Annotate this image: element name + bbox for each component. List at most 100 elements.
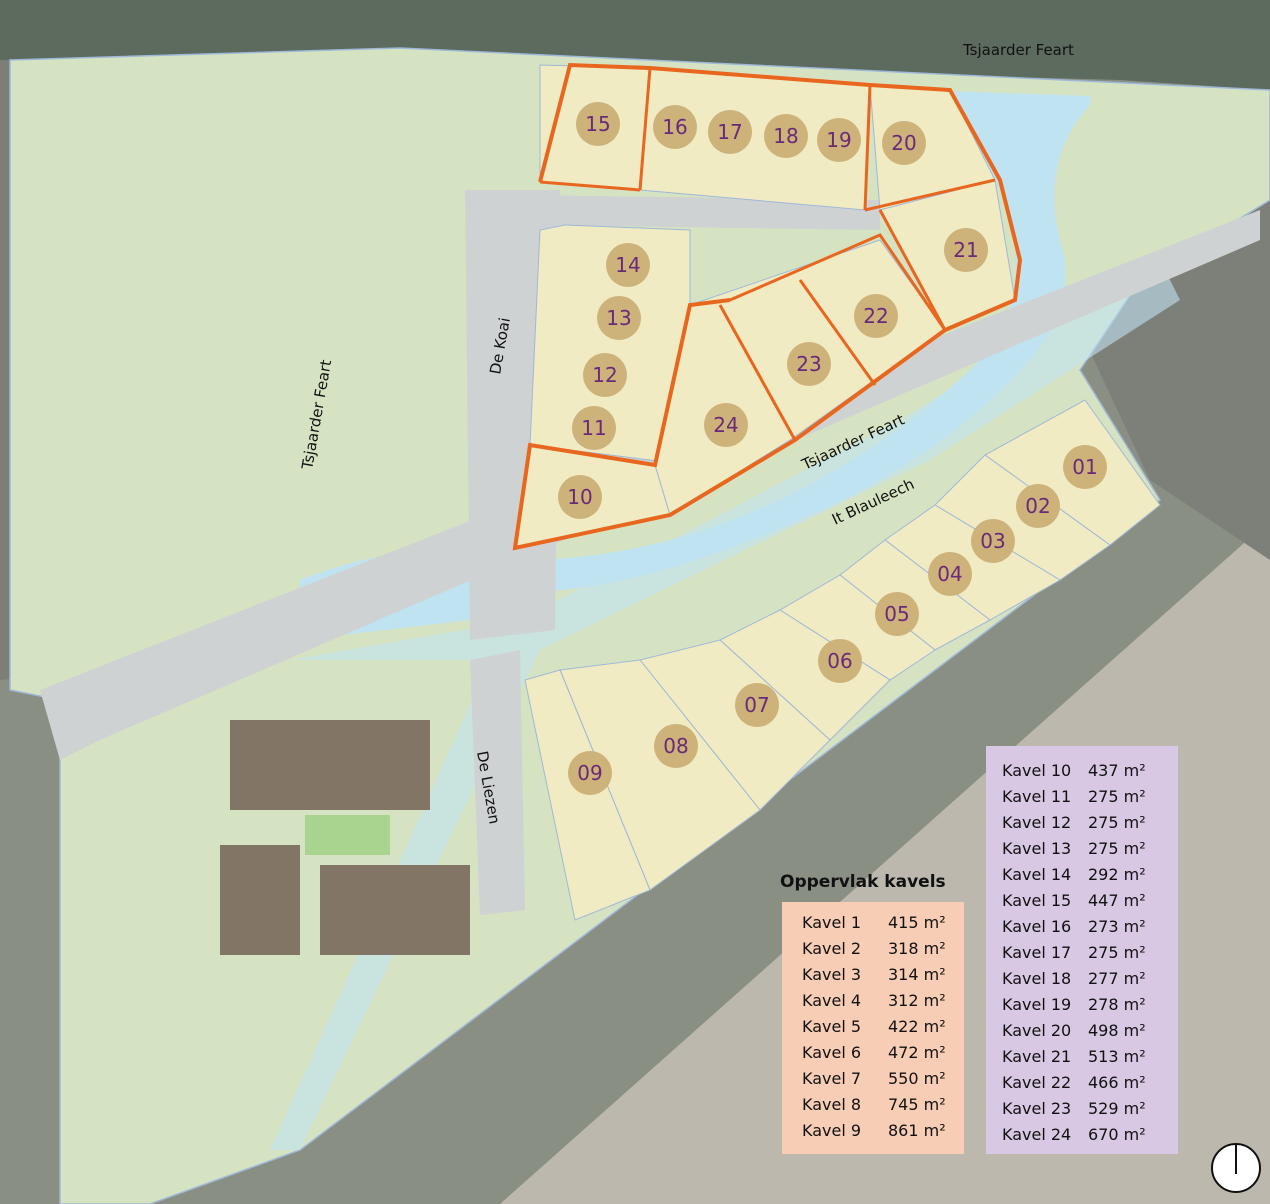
legend-title: Oppervlak kavels <box>780 872 946 892</box>
plot-badge-16[interactable]: 16 <box>653 105 697 149</box>
legend-row: Kavel 8 745 m² <box>802 1092 964 1118</box>
plots-south <box>524 399 1161 921</box>
plot-area: 513 m² <box>1088 1047 1146 1066</box>
plot-badge-08[interactable]: 08 <box>654 724 698 768</box>
plot-badge-09[interactable]: 09 <box>568 751 612 795</box>
plot-badge-20[interactable]: 20 <box>882 121 926 165</box>
plot-number: 08 <box>663 734 688 758</box>
plot-badge-circle <box>1016 484 1060 528</box>
legend-row: Kavel 4 312 m² <box>802 988 964 1014</box>
plot-name: Kavel 20 <box>1002 1021 1072 1040</box>
plot-badge-22[interactable]: 22 <box>854 294 898 338</box>
plot-area: 422 m² <box>888 1017 946 1036</box>
plot-name: Kavel 18 <box>1002 969 1072 988</box>
plot-badge-23[interactable]: 23 <box>787 342 831 386</box>
plot-area: 466 m² <box>1088 1073 1146 1092</box>
legend-row: Kavel 7 550 m² <box>802 1066 964 1092</box>
plot-number: 01 <box>1072 455 1097 479</box>
plot-name: Kavel 16 <box>1002 917 1072 936</box>
plot-number: 22 <box>863 304 888 328</box>
plot-badge-02[interactable]: 02 <box>1016 484 1060 528</box>
plot-badge-circle <box>653 105 697 149</box>
plot-area: 275 m² <box>1088 943 1146 962</box>
plot-11-14-area <box>529 224 691 466</box>
plot-name: Kavel 21 <box>1002 1047 1072 1066</box>
legend-row: Kavel 10 437 m² <box>1002 758 1178 784</box>
plot-name: Kavel 14 <box>1002 865 1072 884</box>
plot-badge-circle <box>854 294 898 338</box>
plot-badge-24[interactable]: 24 <box>704 403 748 447</box>
plot-badge-05[interactable]: 05 <box>875 592 919 636</box>
plot-area: 670 m² <box>1088 1125 1146 1144</box>
plot-number: 06 <box>827 649 852 673</box>
plot-badge-12[interactable]: 12 <box>583 353 627 397</box>
plot-badge-circle <box>817 118 861 162</box>
label-tsjaarder-feart-north: Tsjaarder Feart <box>962 41 1074 59</box>
plot-badge-circle <box>583 353 627 397</box>
plot-number: 23 <box>796 352 821 376</box>
plot-badge-18[interactable]: 18 <box>764 114 808 158</box>
plot-area: 277 m² <box>1088 969 1146 988</box>
plot-name: Kavel 4 <box>802 991 862 1010</box>
plot-number: 05 <box>884 602 909 626</box>
plot-badge-06[interactable]: 06 <box>818 639 862 683</box>
plot-number: 11 <box>581 416 606 440</box>
plot-badge-17[interactable]: 17 <box>708 110 752 154</box>
plot-area: 312 m² <box>888 991 946 1010</box>
legend-row: Kavel 18 277 m² <box>1002 966 1178 992</box>
plot-badge-03[interactable]: 03 <box>971 519 1015 563</box>
plot-name: Kavel 12 <box>1002 813 1072 832</box>
plot-number: 13 <box>606 306 631 330</box>
plot-name: Kavel 8 <box>802 1095 862 1114</box>
plot-area: 447 m² <box>1088 891 1146 910</box>
plot-number: 17 <box>717 120 742 144</box>
plot-number: 02 <box>1025 494 1050 518</box>
plot-name: Kavel 7 <box>802 1069 862 1088</box>
plot-badge-circle <box>568 751 612 795</box>
legend-row: Kavel 14 292 m² <box>1002 862 1178 888</box>
plot-area: 745 m² <box>888 1095 946 1114</box>
plot-badge-19[interactable]: 19 <box>817 118 861 162</box>
plot-name: Kavel 6 <box>802 1043 862 1062</box>
plot-number: 16 <box>662 115 687 139</box>
plot-number: 12 <box>592 363 617 387</box>
plot-name: Kavel 15 <box>1002 891 1072 910</box>
plot-area: 292 m² <box>1088 865 1146 884</box>
plot-badge-circle <box>928 552 972 596</box>
plot-number: 09 <box>577 761 602 785</box>
legend-row: Kavel 5 422 m² <box>802 1014 964 1040</box>
legend-row: Kavel 21 513 m² <box>1002 1044 1178 1070</box>
plot-badge-circle <box>572 406 616 450</box>
plot-area: 437 m² <box>1088 761 1146 780</box>
plot-name: Kavel 10 <box>1002 761 1072 780</box>
plot-badge-circle <box>606 243 650 287</box>
plot-badge-circle <box>735 683 779 727</box>
plot-badge-01[interactable]: 01 <box>1063 445 1107 489</box>
plot-badge-11[interactable]: 11 <box>572 406 616 450</box>
plot-badge-04[interactable]: 04 <box>928 552 972 596</box>
plot-badge-10[interactable]: 10 <box>558 475 602 519</box>
plot-name: Kavel 5 <box>802 1017 862 1036</box>
plot-badge-14[interactable]: 14 <box>606 243 650 287</box>
plot-name: Kavel 11 <box>1002 787 1072 806</box>
plot-area: 278 m² <box>1088 995 1146 1014</box>
plot-badge-circle <box>654 724 698 768</box>
plot-number: 07 <box>744 693 769 717</box>
plot-badge-circle <box>875 592 919 636</box>
plot-badge-15[interactable]: 15 <box>576 102 620 146</box>
plot-number: 10 <box>567 485 592 509</box>
plot-badge-21[interactable]: 21 <box>944 228 988 272</box>
plot-badge-13[interactable]: 13 <box>597 296 641 340</box>
plot-badge-07[interactable]: 07 <box>735 683 779 727</box>
plot-area: 550 m² <box>888 1069 946 1088</box>
